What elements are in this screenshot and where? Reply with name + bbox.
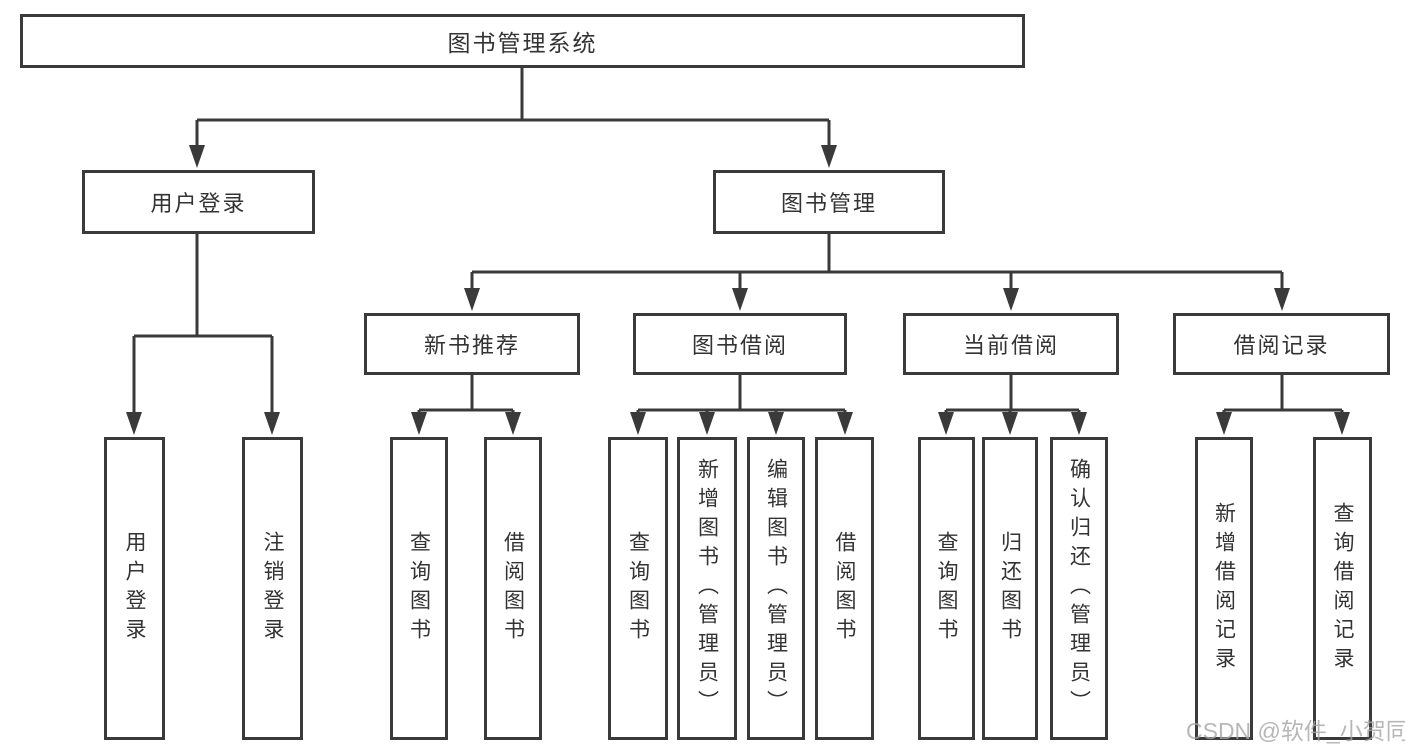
- leaf-label: 编辑图书（管理员）: [764, 458, 788, 719]
- arrowhead: [1274, 288, 1290, 311]
- arrowhead: [1216, 412, 1232, 435]
- leaf-label: 归还图书: [998, 530, 1022, 647]
- arrowhead: [837, 412, 853, 435]
- node-new-books: 新书推荐: [364, 313, 580, 375]
- leaf-label: 用户登录: [123, 530, 146, 647]
- leaf-label: 查询借阅记录: [1331, 501, 1354, 676]
- arrowhead: [464, 288, 480, 311]
- arrowhead: [821, 145, 837, 168]
- arrowhead: [768, 412, 784, 435]
- node-borrow-records: 借阅记录: [1173, 313, 1390, 375]
- leaf-borrow-edit-admin: 编辑图书（管理员）: [747, 437, 805, 740]
- node-user-login-label: 用户登录: [150, 191, 247, 216]
- node-user-login: 用户登录: [82, 170, 315, 234]
- node-root: 图书管理系统: [20, 14, 1025, 68]
- arrowhead: [505, 412, 521, 435]
- arrowhead: [264, 412, 280, 435]
- leaf-borrow-query: 查询图书: [608, 437, 668, 740]
- leaf-current-return: 归还图书: [982, 437, 1038, 740]
- leaf-newbooks-borrow: 借阅图书: [484, 437, 542, 740]
- node-book-mgmt-label: 图书管理: [780, 191, 877, 216]
- leaf-newbooks-query: 查询图书: [390, 437, 448, 740]
- node-book-borrow: 图书借阅: [633, 313, 847, 375]
- leaf-label: 查询图书: [407, 530, 431, 647]
- node-book-mgmt: 图书管理: [713, 170, 945, 234]
- leaf-current-confirm-admin: 确认归还（管理员）: [1050, 437, 1108, 740]
- csdn-watermark: CSDN @软件_小贺同学: [1186, 718, 1405, 744]
- node-book-borrow-label: 图书借阅: [691, 333, 788, 358]
- leaf-records-add: 新增借阅记录: [1195, 437, 1253, 740]
- leaf-label: 借阅图书: [501, 530, 525, 647]
- leaf-user-login: 用户登录: [104, 437, 165, 740]
- arrowhead: [1334, 412, 1350, 435]
- arrowhead: [1003, 288, 1019, 311]
- node-root-label: 图书管理系统: [447, 30, 598, 56]
- arrowhead: [126, 412, 142, 435]
- node-current-borrow-label: 当前借阅: [962, 333, 1059, 358]
- arrowhead: [699, 412, 715, 435]
- leaf-borrow-add-admin: 新增图书（管理员）: [677, 437, 737, 740]
- leaf-label: 新增借阅记录: [1212, 501, 1236, 676]
- arrowhead: [630, 412, 646, 435]
- leaf-label: 借阅图书: [833, 530, 856, 647]
- leaf-label: 确认归还（管理员）: [1067, 458, 1091, 719]
- leaf-label: 查询图书: [935, 530, 958, 647]
- arrowhead: [938, 412, 954, 435]
- leaf-current-query: 查询图书: [918, 437, 975, 740]
- leaf-label: 注销登录: [261, 530, 284, 647]
- arrowhead: [1002, 412, 1018, 435]
- leaf-records-query: 查询借阅记录: [1313, 437, 1372, 740]
- arrowhead: [732, 288, 748, 311]
- arrowhead: [1071, 412, 1087, 435]
- leaf-borrow-borrow: 借阅图书: [815, 437, 874, 740]
- arrowhead: [411, 412, 427, 435]
- node-borrow-records-label: 借阅记录: [1233, 333, 1330, 358]
- arrowhead: [189, 145, 205, 168]
- node-current-borrow: 当前借阅: [903, 313, 1119, 375]
- leaf-logout: 注销登录: [242, 437, 303, 740]
- leaf-label: 查询图书: [626, 530, 650, 647]
- node-new-books-label: 新书推荐: [423, 333, 520, 358]
- leaf-label: 新增图书（管理员）: [695, 458, 719, 719]
